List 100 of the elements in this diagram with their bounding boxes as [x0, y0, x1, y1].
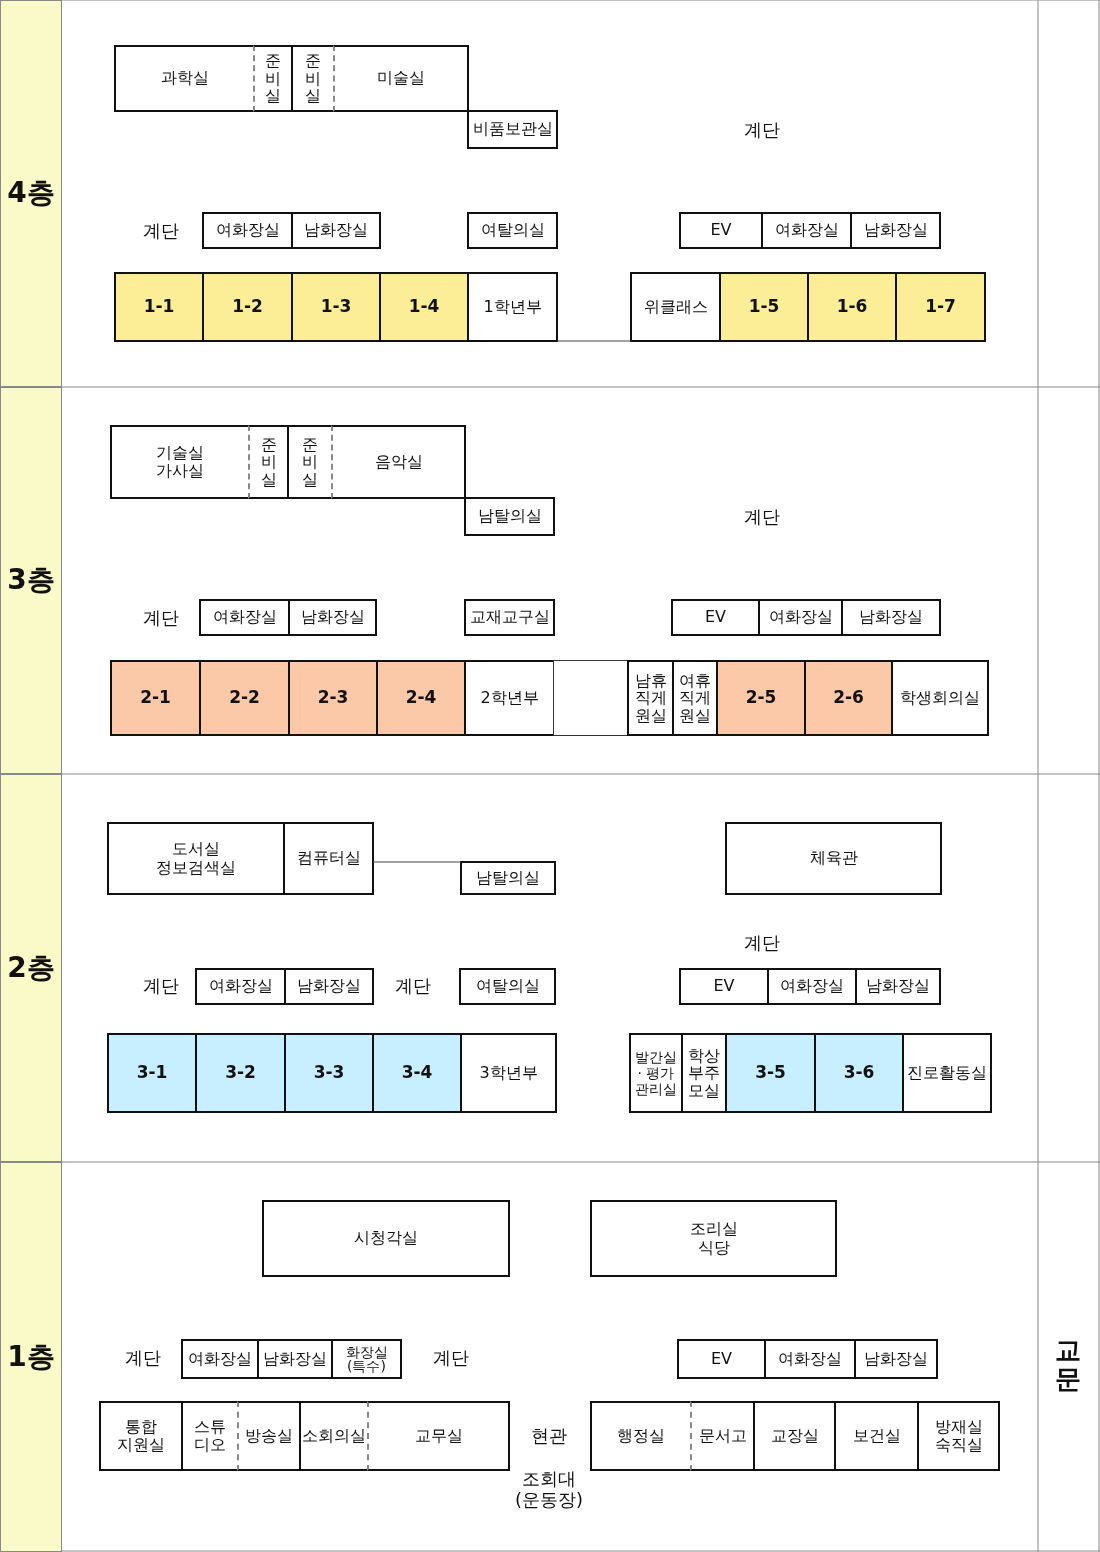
room-name: 여화장실: [188, 1349, 252, 1369]
room-name: 교무실: [414, 1426, 463, 1446]
room-name: 스튜디오: [193, 1418, 227, 1454]
corridor-line: [372, 861, 462, 863]
room-name: 남화장실: [866, 977, 930, 996]
floor-band: [0, 387, 62, 774]
room-name: 2학년부: [480, 688, 539, 708]
room-box: [99, 1401, 183, 1471]
room-box: [679, 968, 769, 1005]
room-name: 기술실 가사실: [155, 443, 205, 481]
room-box: [262, 1200, 510, 1277]
floor-label: 3층: [7, 564, 55, 597]
room-box: [850, 212, 941, 249]
room-name: 1-4: [408, 297, 440, 317]
room-name: 여화장실: [215, 221, 280, 240]
room-box: [114, 272, 204, 342]
room-name: 발간실 · 평가 관리실: [634, 1048, 678, 1098]
room-name: EV: [710, 1349, 733, 1369]
floor-band: [0, 0, 62, 387]
room-name: 준비실: [260, 435, 277, 489]
room-box: [202, 272, 293, 342]
room-box: [758, 599, 843, 636]
room-name: 남휴직게원실: [633, 671, 668, 725]
area-label: 계단: [744, 506, 780, 528]
room-name: 여화장실: [778, 1349, 842, 1369]
area-label: 계단: [433, 1347, 469, 1369]
room-box: [288, 599, 377, 636]
room-name: 3-4: [401, 1063, 433, 1083]
room-box: [672, 660, 718, 736]
room-name: 화장실 (특수): [344, 1345, 389, 1373]
room-box: [716, 660, 806, 736]
room-name: 소회의실: [302, 1426, 366, 1446]
area-label: 계단: [744, 932, 780, 954]
area-label: 조회대 (운동장): [513, 1469, 584, 1511]
room-box: [181, 1401, 239, 1471]
room-name: 1-1: [143, 297, 175, 317]
room-box: [764, 1339, 856, 1379]
room-box: [107, 822, 285, 895]
room-name: 여화장실: [212, 608, 277, 627]
room-name: 컴퓨터실: [296, 849, 361, 868]
room-name: 2-1: [140, 688, 171, 708]
room-box: [630, 272, 721, 342]
room-name: 3-6: [843, 1063, 875, 1083]
room-box: [237, 1401, 301, 1471]
room-box: [719, 272, 809, 342]
room-name: 1-3: [320, 297, 352, 317]
room-box: [291, 212, 381, 249]
room-name: 비품보관실: [472, 120, 553, 139]
area-label: 계단: [143, 975, 179, 997]
room-name: EV: [710, 221, 732, 240]
room-box: [590, 1401, 692, 1471]
room-name: 준비실: [301, 435, 319, 489]
room-name: 남탈의실: [477, 507, 542, 526]
room-box: [460, 1033, 557, 1113]
floor-band: [0, 774, 62, 1162]
room-box: [467, 272, 558, 342]
room-name: 위클래스: [643, 297, 708, 317]
room-box: [372, 1033, 462, 1113]
room-box: [199, 599, 290, 636]
room-box: [725, 822, 942, 895]
room-box: [379, 272, 469, 342]
room-name: 여화장실: [780, 977, 844, 996]
room-box: [376, 660, 466, 736]
room-name: 2-2: [229, 688, 260, 708]
room-name: 여화장실: [208, 977, 273, 996]
room-box: [590, 1200, 837, 1277]
room-box: [891, 660, 989, 736]
room-box: [725, 1033, 816, 1113]
room-name: 교재교구실: [469, 608, 550, 627]
room-box: [753, 1401, 836, 1471]
room-name: EV: [704, 608, 727, 627]
room-name: 1-2: [232, 297, 263, 317]
room-box: [367, 1401, 510, 1471]
room-name: 미술실: [377, 69, 425, 88]
room-box: [767, 968, 857, 1005]
area-label: 계단: [143, 607, 179, 629]
room-box: [814, 1033, 904, 1113]
room-box: [199, 660, 290, 736]
room-name: 1-7: [925, 297, 956, 317]
room-box: [895, 272, 986, 342]
room-box: [181, 1339, 259, 1379]
room-name: 행정실: [617, 1426, 665, 1446]
room-box: [195, 1033, 286, 1113]
room-name: 2-5: [745, 688, 777, 708]
room-box: [629, 1033, 683, 1113]
room-box: [333, 45, 469, 112]
room-name: 3-2: [225, 1063, 256, 1083]
room-box: [671, 599, 760, 636]
room-box: [804, 660, 893, 736]
room-name: EV: [713, 977, 735, 996]
room-box: [627, 660, 674, 736]
room-box: [253, 45, 293, 112]
room-name: 3-3: [313, 1063, 345, 1083]
room-box: [464, 599, 555, 636]
room-name: 학생회의실: [900, 688, 980, 708]
floor-label: 1층: [7, 1340, 55, 1374]
room-box: [287, 425, 333, 499]
area-label: 현관: [531, 1425, 567, 1447]
room-name: 도서실 정보검색실: [155, 840, 237, 877]
room-box: [464, 660, 555, 736]
